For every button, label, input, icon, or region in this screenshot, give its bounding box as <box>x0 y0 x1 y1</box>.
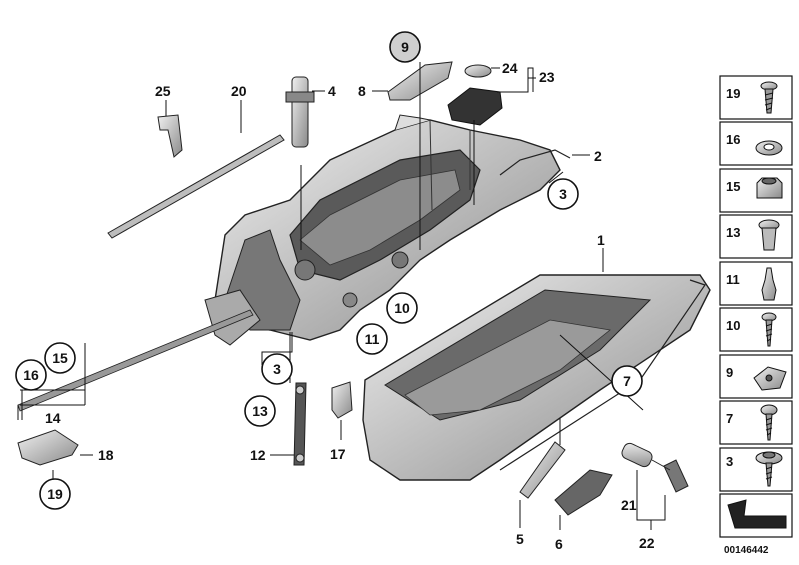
label-18: 18 <box>98 447 114 463</box>
label-14: 14 <box>45 410 61 426</box>
label-8: 8 <box>358 83 366 99</box>
svg-text:16: 16 <box>23 367 39 383</box>
callout-15: 15 <box>44 342 76 374</box>
key-icon <box>651 459 689 493</box>
panel-num-9: 9 <box>726 365 733 380</box>
callout-3-lower: 3 <box>261 353 293 385</box>
label-21: 21 <box>621 497 637 513</box>
label-25: 25 <box>155 83 171 99</box>
flange-screw-icon <box>755 451 783 487</box>
label-17: 17 <box>330 446 346 462</box>
cover-part <box>331 381 353 419</box>
panel-num-3: 3 <box>726 454 733 469</box>
panel-num-11: 11 <box>726 272 740 287</box>
svg-text:9: 9 <box>401 39 409 55</box>
svg-text:7: 7 <box>623 373 631 389</box>
assembly-symbol-icon <box>727 499 787 529</box>
reference-number: 00146442 <box>724 545 769 556</box>
glovebox-lid <box>362 274 711 481</box>
clip-icon <box>761 267 777 301</box>
latch-part <box>17 429 79 466</box>
callout-16: 16 <box>15 359 47 391</box>
long-rod <box>17 309 254 412</box>
support-rod <box>107 134 285 239</box>
screw-icon <box>760 404 778 441</box>
clip-nut-icon <box>753 366 787 391</box>
panel-num-15: 15 <box>726 179 740 194</box>
label-5: 5 <box>516 531 524 547</box>
panel-num-16: 16 <box>726 132 740 147</box>
latch-handle <box>519 441 566 499</box>
label-4: 4 <box>328 83 336 99</box>
panel-num-19: 19 <box>726 86 740 101</box>
label-2: 2 <box>594 148 602 164</box>
svg-text:10: 10 <box>394 300 410 316</box>
callout-3-upper: 3 <box>547 178 579 210</box>
svg-text:13: 13 <box>252 403 268 419</box>
part-labels: 25 20 4 8 24 23 2 1 14 18 12 17 5 6 21 2… <box>45 60 655 552</box>
washer-icon <box>755 140 783 156</box>
panel-num-10: 10 <box>726 318 740 333</box>
plug-icon <box>758 219 780 251</box>
label-24: 24 <box>502 60 518 76</box>
damper-part <box>285 76 315 148</box>
bracket-part <box>157 114 183 158</box>
lamp-housing <box>447 87 503 126</box>
leader-lines <box>17 62 666 530</box>
callout-7: 7 <box>611 365 643 397</box>
label-22: 22 <box>639 535 655 551</box>
callout-19: 19 <box>39 478 71 510</box>
screw-icon <box>760 81 778 114</box>
panel-num-7: 7 <box>726 411 733 426</box>
label-6: 6 <box>555 536 563 552</box>
circled-labels: 9 3 10 11 3 13 7 16 <box>15 31 643 510</box>
label-23: 23 <box>539 69 555 85</box>
lock-mechanism <box>554 469 613 516</box>
label-1: 1 <box>597 232 605 248</box>
label-20: 20 <box>231 83 247 99</box>
callout-13: 13 <box>244 395 276 427</box>
callout-10: 10 <box>386 292 418 324</box>
nut-icon <box>756 177 783 199</box>
svg-text:11: 11 <box>365 331 380 347</box>
screw-icon <box>761 312 777 347</box>
panel-num-13: 13 <box>726 225 740 240</box>
lock-cylinder <box>621 442 653 468</box>
callout-9: 9 <box>389 31 421 63</box>
svg-text:19: 19 <box>47 486 63 502</box>
strut-part <box>293 382 307 466</box>
callout-11: 11 <box>356 323 388 355</box>
svg-text:3: 3 <box>273 361 281 377</box>
svg-text:15: 15 <box>52 350 68 366</box>
bulb-part <box>464 64 492 78</box>
svg-text:3: 3 <box>559 186 567 202</box>
fastener-side-panel: 19 16 15 13 11 10 9 7 3 <box>719 75 793 556</box>
label-12: 12 <box>250 447 266 463</box>
